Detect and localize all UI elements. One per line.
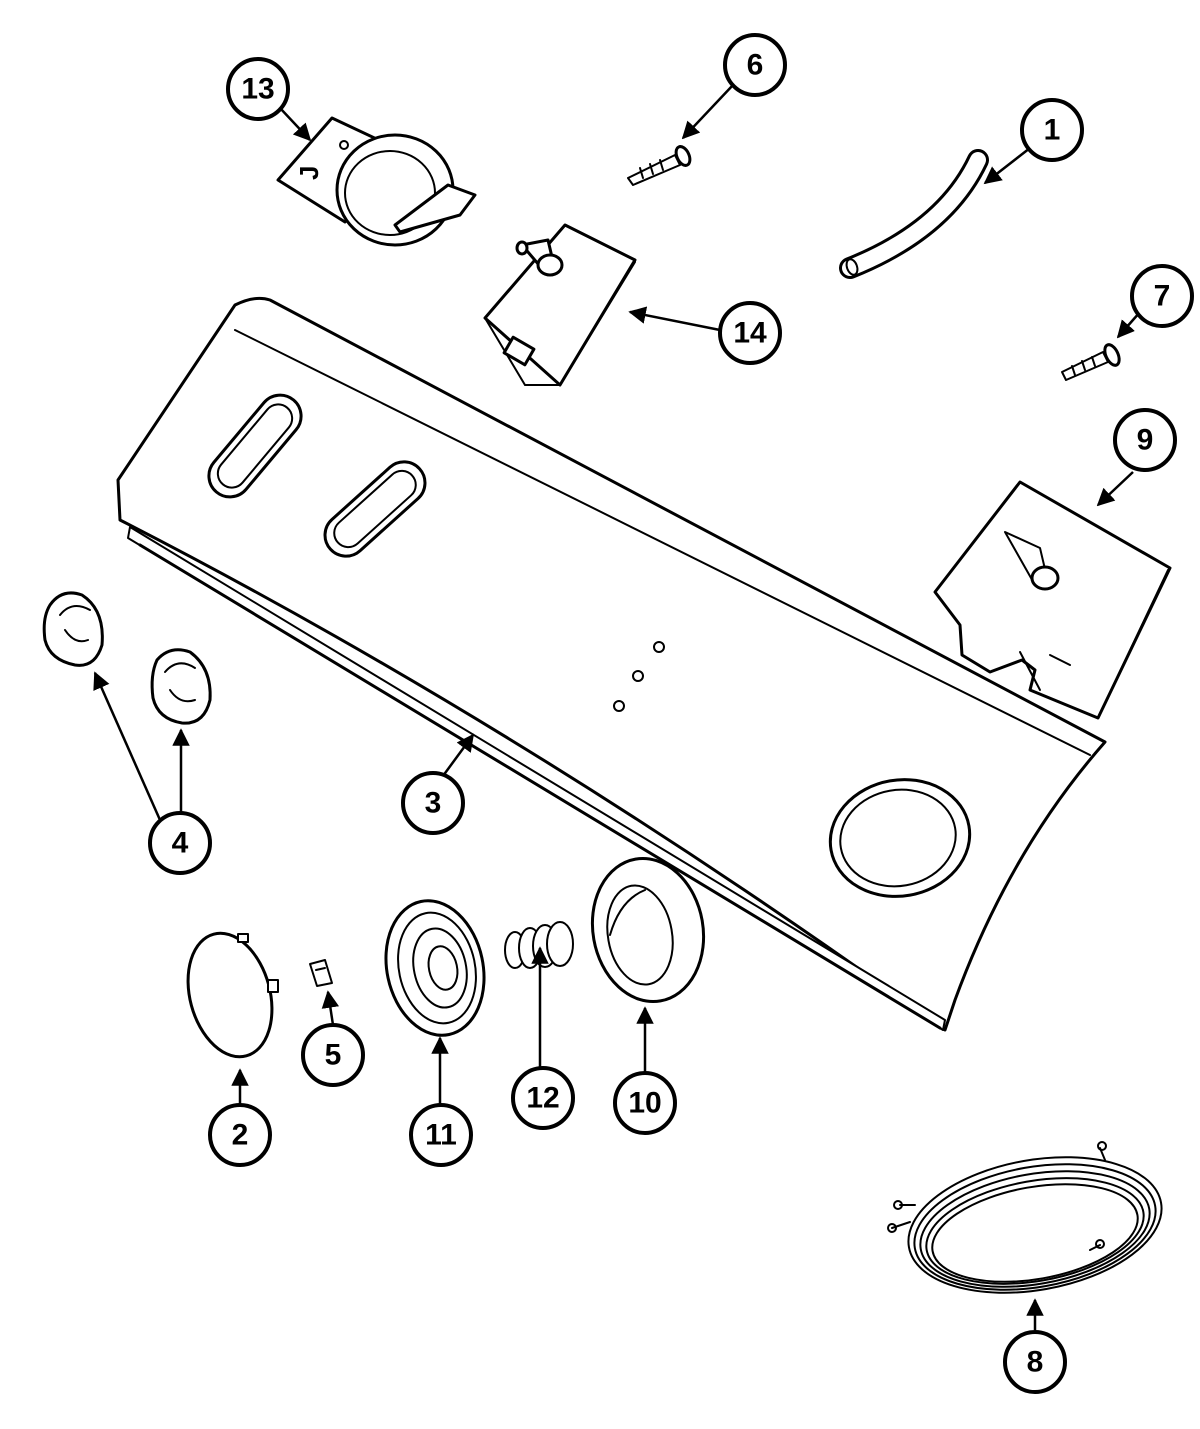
leader-4a: [93, 671, 162, 821]
callout-2-label: 2: [232, 1119, 249, 1152]
callout-12: 12: [511, 1066, 575, 1130]
leader-3: [438, 733, 475, 781]
bezel-part: [384, 899, 486, 1037]
leader-9: [1096, 471, 1134, 507]
callout-8: 8: [1003, 1330, 1067, 1394]
callout-5: 5: [301, 1023, 365, 1087]
leader-7: [1116, 311, 1141, 339]
control-panel-part: [116, 296, 1107, 1032]
callout-13: 13: [226, 57, 290, 121]
callout-1-label: 1: [1044, 114, 1061, 147]
callout-11: 11: [409, 1103, 473, 1167]
leader-14: [628, 306, 721, 332]
lens-part: [186, 931, 279, 1059]
screw-part-6: [627, 145, 692, 186]
callout-2: 2: [208, 1103, 272, 1167]
timer-part: [933, 480, 1172, 720]
leader-13: [279, 107, 312, 142]
callout-6-label: 6: [747, 49, 764, 82]
leader-lines: [93, 84, 1141, 1330]
callout-4: 4: [148, 811, 212, 875]
callout-6: 6: [723, 33, 787, 97]
callout-3: 3: [401, 771, 465, 835]
callout-7: 7: [1130, 264, 1194, 328]
callout-5-label: 5: [325, 1039, 342, 1072]
callout-9-label: 9: [1137, 424, 1154, 457]
leader-1: [983, 147, 1031, 185]
push-button-part: [590, 856, 706, 1004]
callout-10-label: 10: [628, 1087, 661, 1120]
wire-harness-part: [887, 1141, 1163, 1294]
callout-13-label: 13: [241, 73, 274, 106]
callout-7-label: 7: [1154, 280, 1171, 313]
knob-part-upper: [42, 591, 104, 667]
callout-9: 9: [1113, 408, 1177, 472]
leader-6: [681, 84, 734, 140]
svg-text:J: J: [294, 166, 324, 180]
callout-8-label: 8: [1027, 1346, 1044, 1379]
screw-part-7: [1061, 343, 1121, 381]
clip-part: [309, 959, 333, 987]
selector-switch-part: J: [276, 116, 477, 247]
knob-part-lower: [150, 648, 212, 725]
hose-part: [839, 149, 989, 279]
callout-11-label: 11: [425, 1119, 457, 1152]
callout-1: 1: [1020, 98, 1084, 162]
callout-12-label: 12: [526, 1082, 559, 1115]
switch-box-part: [483, 223, 637, 387]
callout-3-label: 3: [425, 787, 442, 820]
callout-14-label: 14: [733, 317, 767, 350]
callout-4-label: 4: [172, 827, 189, 860]
leader-5: [321, 990, 340, 1026]
callout-14: 14: [718, 301, 782, 365]
callout-10: 10: [613, 1071, 677, 1135]
